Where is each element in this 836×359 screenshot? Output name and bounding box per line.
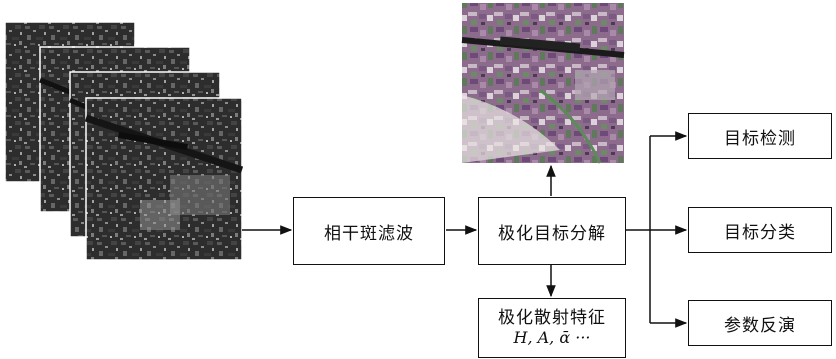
- pauli-color-image: [461, 3, 625, 164]
- target-detection-box: 目标检测: [688, 113, 832, 159]
- scattering-features-formula: H, A, ᾱ ···: [513, 327, 591, 347]
- parameter-inversion-box: 参数反演: [688, 300, 832, 346]
- scattering-features-title: 极化散射特征: [498, 308, 606, 329]
- polarimetric-decomposition-box: 极化目标分解: [478, 197, 626, 265]
- scattering-features-box: 极化散射特征 H, A, ᾱ ···: [478, 298, 626, 358]
- sar-image-layer-1: [84, 97, 244, 261]
- sar-image-stack: [4, 21, 244, 261]
- speckle-filter-box: 相干斑滤波: [293, 197, 445, 265]
- target-classification-box: 目标分类: [688, 207, 832, 253]
- connector-lines: [242, 131, 688, 328]
